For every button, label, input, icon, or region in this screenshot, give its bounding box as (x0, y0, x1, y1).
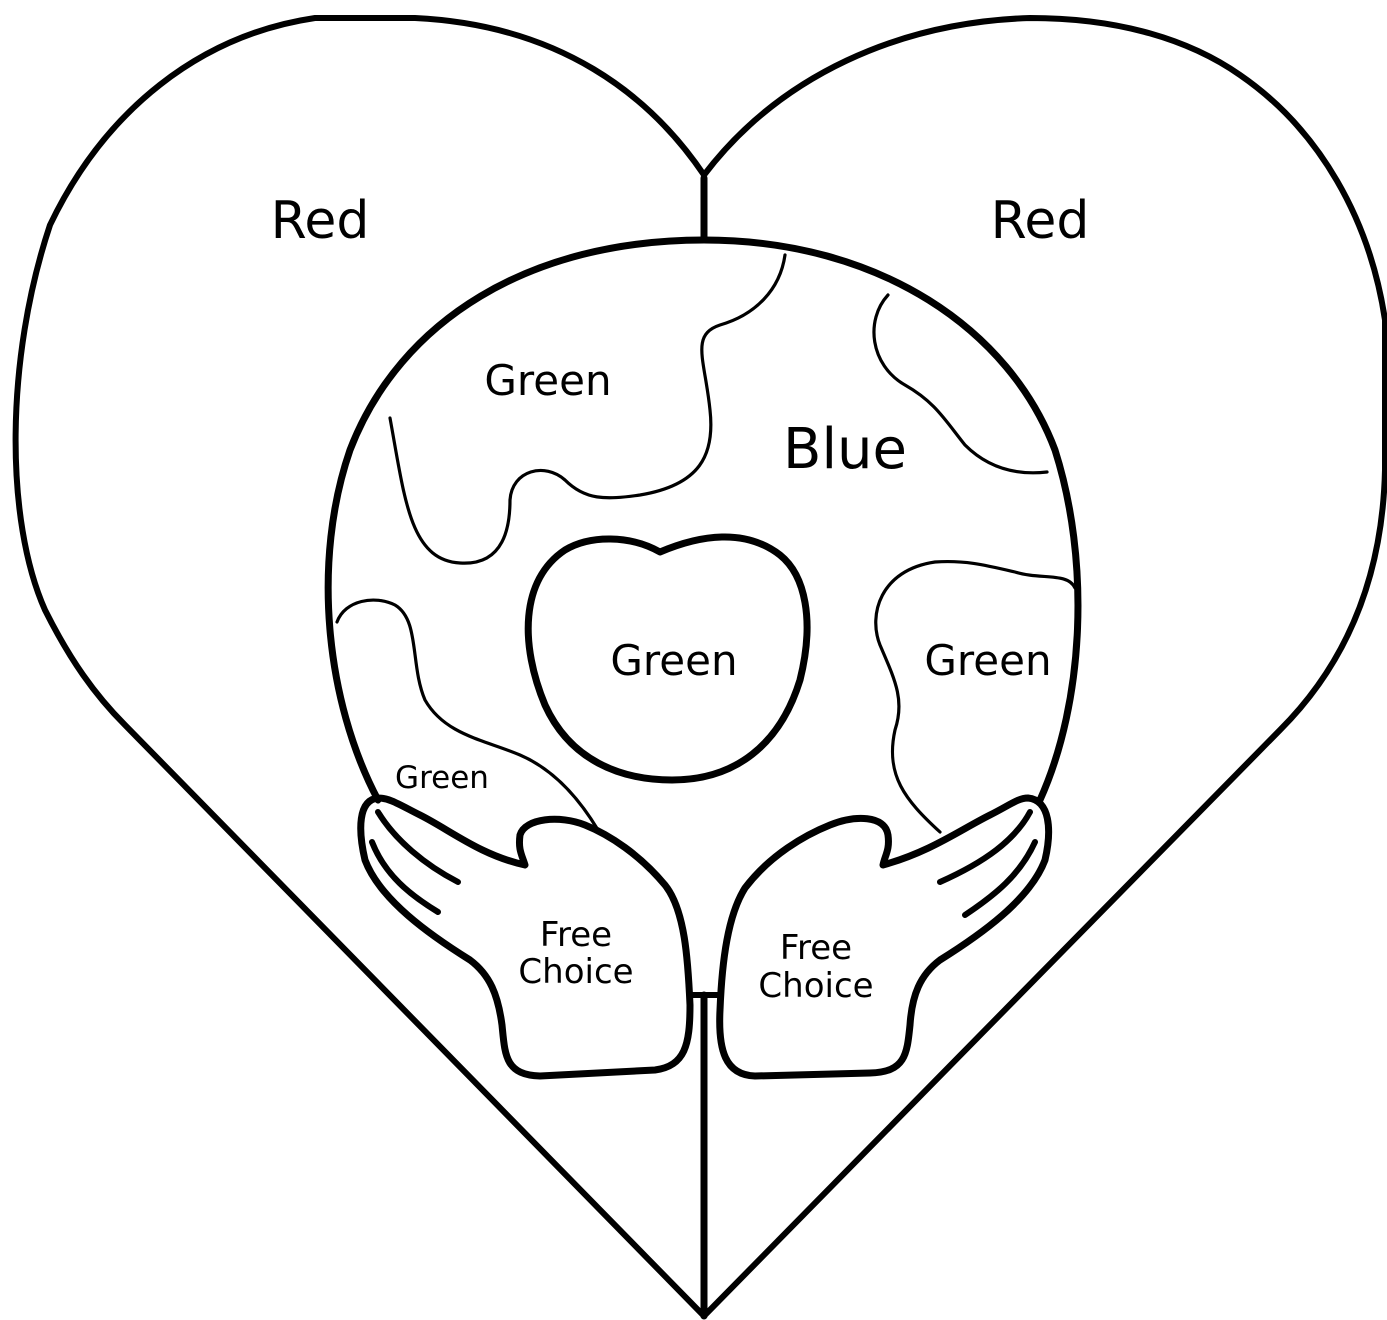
right-hand-finger-line-2 (965, 842, 1035, 915)
label-right-hand-line2: Choice (758, 966, 873, 1006)
label-continent-top-left: Green (484, 356, 611, 405)
left-hand-finger-line-2 (372, 842, 438, 912)
label-globe-ocean: Blue (783, 417, 907, 482)
continent-top-left-outline (390, 255, 785, 563)
right-hand-outline (720, 798, 1049, 1076)
globe-outline (328, 240, 1078, 800)
label-continent-center-heart: Green (610, 636, 737, 685)
left-hand-outline (361, 798, 690, 1076)
label-continent-right: Green (924, 636, 1051, 685)
label-left-hand-line2: Choice (518, 952, 633, 992)
label-heart-right: Red (991, 191, 1090, 251)
label-right-hand-line1: Free (780, 928, 852, 968)
label-continent-bottom-left: Green (395, 760, 489, 796)
label-heart-left: Red (271, 191, 370, 251)
label-left-hand-line1: Free (540, 915, 612, 955)
